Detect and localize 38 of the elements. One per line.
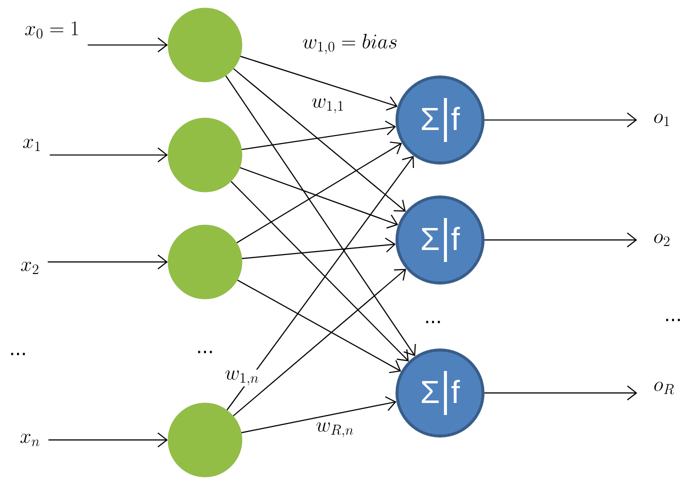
ellipsis: ... bbox=[11, 352, 25, 356]
input-neuron-circle bbox=[168, 224, 242, 300]
arrow bbox=[242, 238, 396, 260]
arrow bbox=[484, 112, 638, 128]
output-label: $o_R$ bbox=[654, 382, 674, 394]
output-label: $o_2$ bbox=[654, 234, 670, 246]
output-label: $o_1$ bbox=[654, 114, 669, 126]
input-label: $x_2$ bbox=[21, 262, 38, 274]
arrow bbox=[484, 232, 638, 248]
arrow bbox=[50, 148, 168, 162]
input-neuron-circle bbox=[168, 402, 242, 478]
arrow bbox=[241, 396, 396, 434]
input-label: $x_n$ bbox=[20, 434, 40, 446]
input-label: $x_1$ bbox=[23, 138, 40, 151]
ellipsis: ... bbox=[666, 318, 680, 322]
weight-label: $w_{1,0} = bias$ bbox=[301, 32, 399, 56]
arrow bbox=[233, 68, 406, 212]
weight-label: $w_{1,n}$ bbox=[224, 370, 260, 386]
arrow bbox=[232, 268, 406, 416]
weight-label: $w_{1,1}$ bbox=[310, 98, 346, 114]
arrow bbox=[230, 181, 409, 362]
arrow bbox=[237, 280, 402, 374]
input-neuron-circle bbox=[168, 118, 242, 192]
arrow bbox=[242, 120, 396, 150]
weight-label: $w_{R,n}$ bbox=[314, 422, 356, 438]
input-label: $x_0 = 1$ bbox=[25, 21, 78, 39]
input-neuron-circle bbox=[168, 8, 242, 82]
arrow bbox=[484, 386, 638, 400]
ellipsis: ... bbox=[426, 320, 440, 324]
arrow bbox=[88, 38, 168, 52]
arrow bbox=[48, 432, 168, 448]
arrow bbox=[48, 254, 168, 270]
arrow bbox=[240, 167, 398, 229]
arrow bbox=[225, 76, 416, 356]
arrow bbox=[236, 142, 402, 244]
ellipsis: ... bbox=[198, 350, 212, 354]
arrow bbox=[226, 156, 414, 410]
arrow bbox=[240, 56, 398, 111]
